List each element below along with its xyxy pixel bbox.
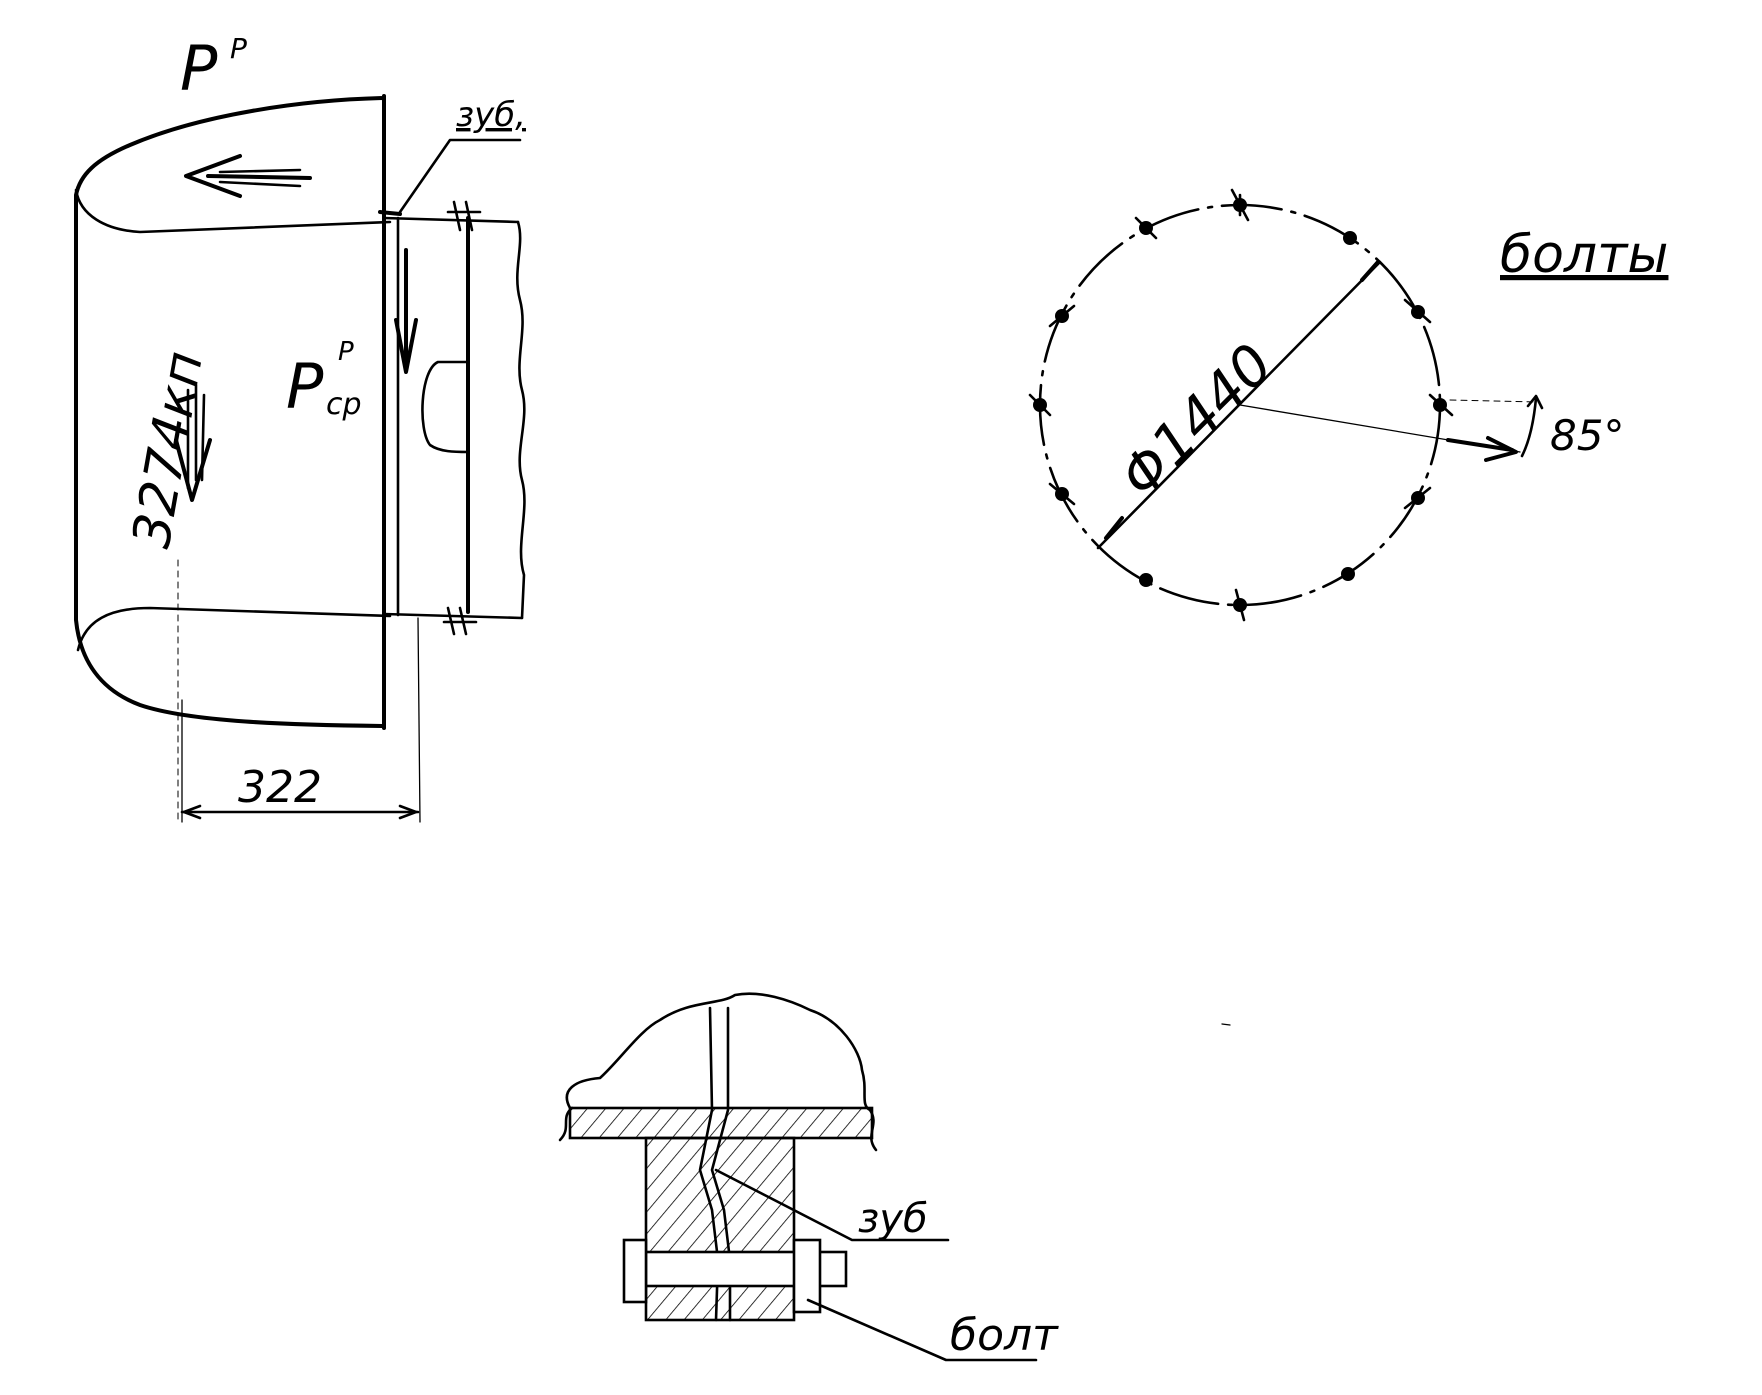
- angle-arrowhead: [1484, 436, 1518, 462]
- hash-bottom: [442, 606, 478, 636]
- angle-arc: [1520, 396, 1538, 458]
- dimension-label: 322: [238, 762, 322, 813]
- bolt-hole: [1341, 567, 1355, 581]
- mean-force-label: P: [286, 350, 324, 423]
- force-arrow: [206, 174, 312, 180]
- dim-ext-right: [417, 617, 421, 823]
- ref-line: [1449, 399, 1541, 403]
- bolt-nut: [792, 1238, 822, 1314]
- bolts-label: болты: [1500, 225, 1668, 285]
- bolt-leader: [806, 1298, 1038, 1362]
- diameter-tick-b: [1360, 260, 1380, 282]
- lower-fillet: [76, 606, 392, 652]
- mean-force-sub: ср: [326, 387, 362, 422]
- bolt-label-section: болт: [950, 1310, 1059, 1361]
- hub-slot: [421, 360, 470, 454]
- force-label-sup: P: [230, 32, 247, 65]
- blade-outline: [74, 96, 386, 728]
- force-arrowhead: [184, 154, 242, 198]
- bolt-hole: [1139, 573, 1153, 587]
- diameter-tick-a: [1104, 516, 1124, 540]
- left-view: P P P P ср зуб, 3274кп 322: [74, 32, 526, 823]
- bolt-ticks: [1028, 188, 1454, 622]
- hub-top: [382, 216, 520, 224]
- angle-label: 85°: [1550, 411, 1624, 460]
- load-label: 3274кп: [122, 347, 215, 552]
- tooth-leader: [398, 138, 522, 214]
- angle-arc-head: [1526, 394, 1544, 410]
- diameter-label: Φ1440: [1108, 332, 1286, 510]
- tooth-tick: [378, 210, 402, 216]
- hub-bottom: [382, 612, 524, 620]
- tooth-stem: [644, 1136, 796, 1322]
- break-line: [516, 220, 526, 620]
- hash-top: [446, 200, 482, 232]
- tooth-leader-section: [714, 1168, 950, 1242]
- tooth-label-top: зуб,: [456, 95, 526, 135]
- bolt-holes: [1028, 188, 1454, 622]
- dim-arrow-right: [398, 804, 418, 820]
- section-top-break: [565, 992, 872, 1112]
- flange-right-break: [868, 1108, 878, 1152]
- stray-mark: [1221, 1023, 1231, 1026]
- dim-arrow-left: [182, 804, 202, 820]
- section-view: зуб болт: [558, 992, 1059, 1362]
- flange-left-break: [558, 1106, 574, 1142]
- upper-fillet: [74, 188, 392, 234]
- mean-force-sup: P: [338, 337, 354, 367]
- circle-view: Φ1440 85° болты: [1028, 188, 1668, 622]
- force-arrow-shaft2: [218, 168, 302, 188]
- tooth-label-section: зуб: [858, 1196, 928, 1242]
- angle-arrow: [1446, 438, 1514, 452]
- diameter-line: [1096, 260, 1382, 550]
- flange-plate: [568, 1106, 874, 1140]
- load-arrowhead: [174, 438, 212, 502]
- bolt-hole: [1343, 231, 1357, 245]
- bolt-head: [622, 1238, 648, 1304]
- force-label: P: [180, 32, 218, 105]
- mean-force-arrowhead: [394, 318, 418, 374]
